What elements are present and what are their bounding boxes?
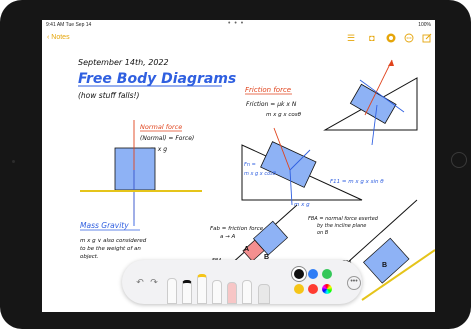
markup-icon[interactable] — [386, 33, 396, 43]
battery-indicator: 100% — [418, 22, 431, 28]
fn-label: Fn = — [244, 162, 256, 168]
box-b-label: B — [264, 254, 269, 261]
color-black[interactable] — [294, 269, 304, 279]
normal-heading: Normal force — [140, 123, 182, 131]
compose-icon[interactable] — [422, 33, 432, 43]
back-label: Notes — [51, 34, 70, 41]
box-a-label: A — [244, 246, 249, 253]
arrow-parallel-middle — [289, 149, 311, 171]
marker-tool[interactable] — [182, 280, 192, 304]
fn-eq: m x g x cosθ — [244, 171, 276, 177]
color-picker-icon[interactable] — [322, 284, 332, 294]
color-blue[interactable] — [308, 269, 318, 279]
mxg-label: m x g — [294, 202, 310, 208]
redo-icon[interactable]: ↷ — [150, 277, 158, 287]
ruler-tool[interactable] — [258, 284, 270, 304]
notes-screen: 9:41 AM Tue Sep 14 • • • 100% ‹ Notes ☰ … — [42, 20, 435, 312]
note-subtitle: (how stuff falls!) — [78, 91, 140, 100]
camera-icon[interactable]: ◘ — [369, 33, 375, 43]
note-date: September 14th, 2022 — [78, 58, 169, 67]
multitask-dots[interactable]: • • • — [228, 20, 245, 27]
notes-toolbar: ‹ Notes ☰ ◘ — [42, 30, 435, 48]
arrow-normal-middle — [273, 127, 291, 171]
friction-eq1: Friction = μk x N — [246, 101, 297, 108]
block-a-left — [242, 220, 289, 262]
color-green[interactable] — [322, 269, 332, 279]
color-yellow[interactable] — [294, 284, 304, 294]
mass-gravity-heading: Mass Gravity — [80, 221, 129, 230]
lasso-tool[interactable] — [242, 280, 252, 304]
front-camera — [12, 160, 15, 163]
ground-line-right — [361, 249, 435, 301]
back-button[interactable]: ‹ Notes — [47, 34, 70, 41]
checklist-icon[interactable]: ☰ — [346, 33, 356, 43]
drawing-canvas[interactable]: September 14th, 2022 Free Body Diagrams … — [42, 20, 435, 312]
arrow-weight-top — [371, 104, 378, 146]
normal-eq: (Normal) = Force) — [140, 135, 194, 142]
block-normal — [114, 147, 156, 191]
eraser-tool[interactable] — [227, 282, 237, 304]
block-top-right — [349, 83, 397, 124]
arrow-normal-top — [364, 59, 393, 116]
pencil-tool[interactable] — [212, 280, 222, 304]
arrow-diag — [359, 79, 405, 113]
fab-note-2: a → A — [220, 234, 235, 240]
friction-heading: Friction force — [245, 86, 291, 94]
mass-note-2: to be the weight of an — [80, 246, 141, 252]
highlighter-tool[interactable] — [197, 274, 207, 304]
friction-eq2: m x g x cosθ — [266, 112, 302, 118]
note-title: Free Body Diagrams — [78, 71, 236, 87]
home-button[interactable] — [451, 152, 467, 168]
arrow-head — [388, 60, 394, 66]
box-b-right-label: B — [382, 262, 387, 269]
mass-note-3: object. — [80, 254, 99, 260]
markup-palette: ↶ ↷ ••• — [122, 260, 362, 304]
fh-eq: F11 = m x g x sin θ — [330, 179, 384, 185]
undo-icon[interactable]: ↶ — [136, 277, 144, 287]
more-icon[interactable] — [404, 33, 414, 43]
status-bar: 9:41 AM Tue Sep 14 • • • 100% — [42, 20, 435, 29]
pen-tool[interactable] — [167, 278, 177, 304]
block-b-right — [363, 237, 410, 284]
normal-note-3: on B — [317, 230, 329, 236]
normal-mxg: m x g — [150, 146, 167, 153]
arrow-weight-middle — [289, 169, 293, 206]
normal-note-2: by the incline plane — [317, 223, 366, 229]
palette-more-icon[interactable]: ••• — [347, 276, 361, 290]
normal-note-1: FBA = normal force exerted — [308, 216, 379, 222]
status-time: 9:41 AM Tue Sep 14 — [46, 22, 92, 28]
color-red[interactable] — [308, 284, 318, 294]
fab-note-1: Fab = friction force — [210, 226, 264, 232]
mass-note-1: m x g ∨ also considered — [80, 238, 147, 244]
